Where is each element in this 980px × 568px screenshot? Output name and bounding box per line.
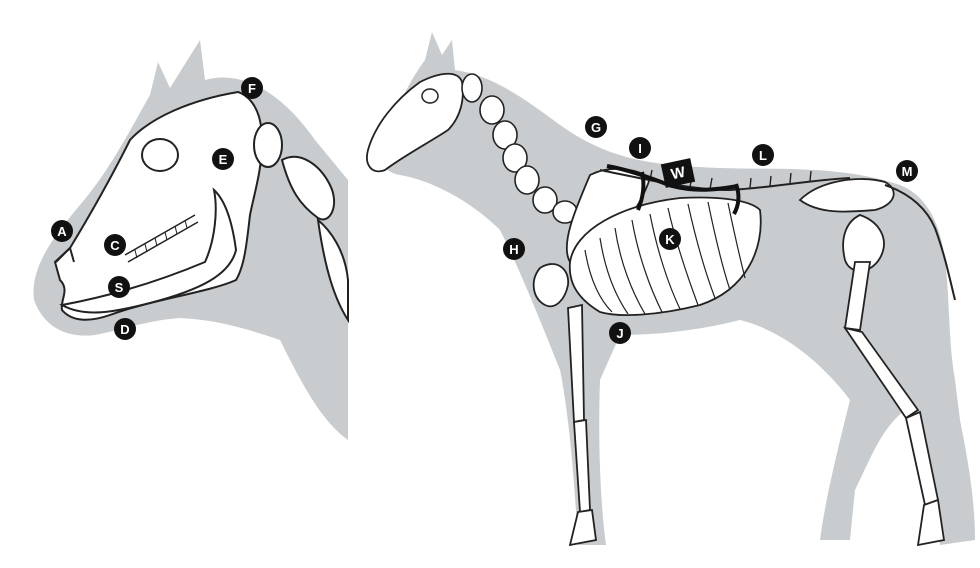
label-f: F <box>241 77 263 99</box>
label-e: E <box>212 148 234 170</box>
label-k: K <box>659 228 681 250</box>
label-a: A <box>51 220 73 242</box>
eye-socket-small <box>422 89 438 103</box>
label-i: I <box>629 137 651 159</box>
label-m: M <box>896 160 918 182</box>
full-body <box>367 32 975 545</box>
label-g: G <box>585 116 607 138</box>
head-closeup <box>33 40 348 440</box>
label-c: C <box>104 234 126 256</box>
label-j: J <box>609 322 631 344</box>
eye-socket <box>142 139 178 171</box>
label-l: L <box>752 144 774 166</box>
label-s: S <box>108 276 130 298</box>
label-d: D <box>114 318 136 340</box>
label-h: H <box>503 238 525 260</box>
